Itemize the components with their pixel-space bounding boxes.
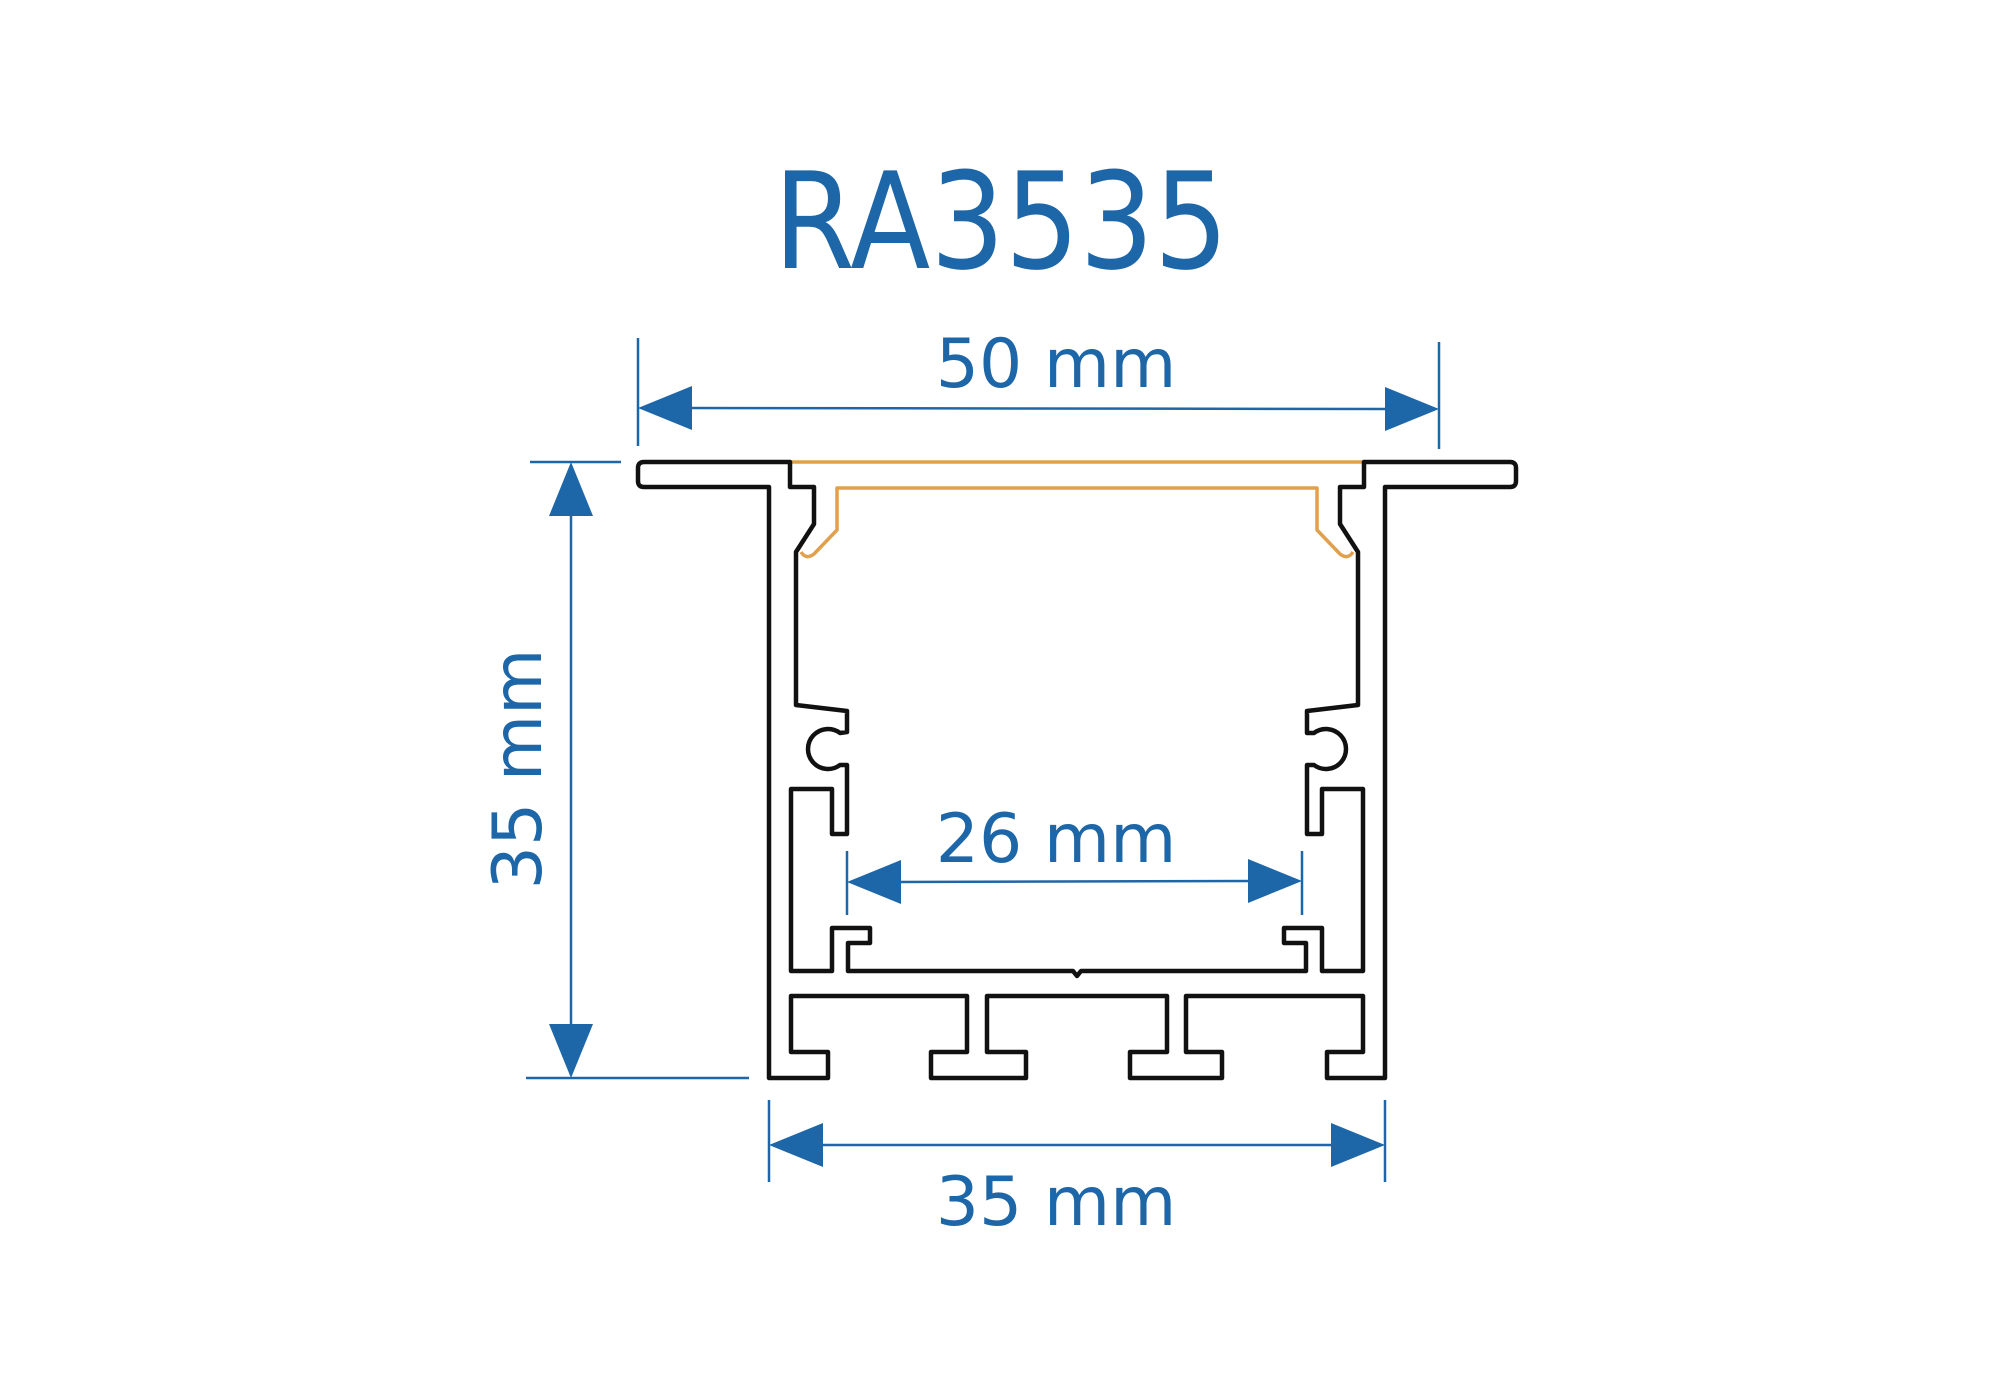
arrow-left-icon <box>638 386 692 430</box>
inner-width-label: 26 mm <box>936 800 1177 879</box>
arrow-left-icon <box>769 1123 823 1167</box>
arrow-right-icon <box>1248 859 1302 903</box>
arrow-right-icon <box>1331 1123 1385 1167</box>
arrow-left-icon <box>847 860 901 904</box>
dimension-overall-width: 50 mm <box>636 325 1441 449</box>
arrow-down-icon <box>549 1024 593 1078</box>
height-label: 35 mm <box>479 649 558 890</box>
aluminium-profile <box>635 459 1519 1081</box>
dimension-height: 35 mm <box>479 460 749 1080</box>
product-title: RA3535 <box>774 144 1229 300</box>
diffuser-cover <box>790 460 1364 559</box>
arrow-up-icon <box>549 462 593 516</box>
dimension-inner-width: 26 mm <box>845 800 1304 915</box>
overall-width-label: 50 mm <box>936 325 1177 404</box>
dimension-body-width: 35 mm <box>767 1100 1387 1242</box>
arrow-right-icon <box>1385 387 1439 431</box>
body-width-label: 35 mm <box>936 1163 1177 1242</box>
